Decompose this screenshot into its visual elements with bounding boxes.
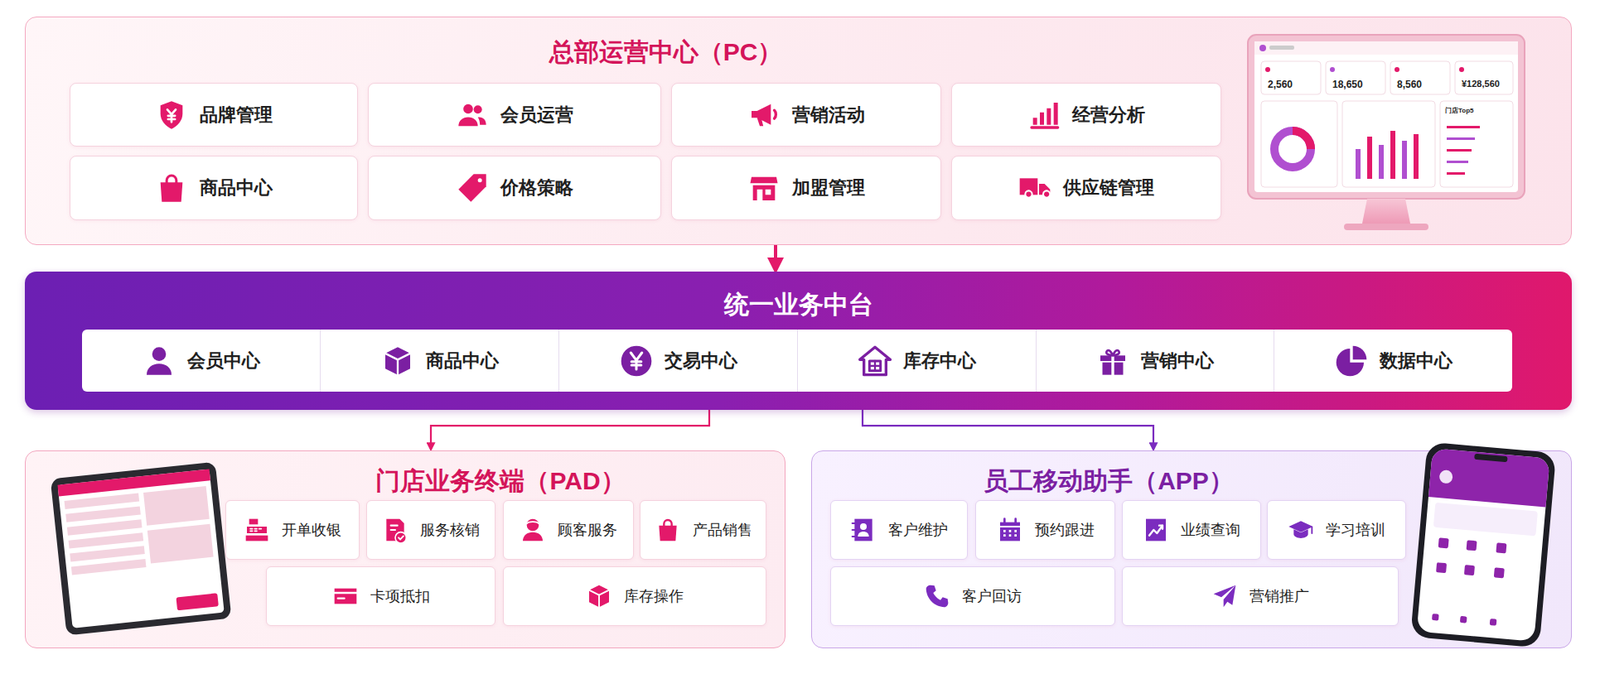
function-box: 营销中心 xyxy=(1036,329,1275,392)
shield-icon xyxy=(154,98,189,132)
cap-icon xyxy=(1287,517,1315,544)
cube-icon xyxy=(381,344,415,378)
function-box: 数据中心 xyxy=(1274,329,1513,392)
function-box: 库存操作 xyxy=(502,566,767,627)
function-box: 营销活动 xyxy=(671,82,942,147)
function-box: 库存中心 xyxy=(797,329,1037,392)
megaphone-icon xyxy=(747,98,781,132)
function-label: 顾客服务 xyxy=(557,520,618,541)
plane-icon xyxy=(1211,583,1238,610)
phone-icon xyxy=(923,583,951,610)
calendar-icon xyxy=(996,517,1024,544)
function-label: 营销推广 xyxy=(1249,586,1310,607)
function-label: 价格策略 xyxy=(500,175,574,201)
stat-value: ¥128,560 xyxy=(1461,78,1500,89)
function-label: 库存操作 xyxy=(623,586,684,607)
pie-icon xyxy=(1334,344,1368,378)
function-box: 价格策略 xyxy=(367,155,662,221)
monitor-illustration xyxy=(1247,34,1525,231)
store-icon xyxy=(747,171,781,205)
function-box: 品牌管理 xyxy=(69,82,358,147)
function-box: 供应链管理 xyxy=(951,155,1222,221)
group-panel: 统一业务中台会员中心 商品中心 交易中心 库存中心 营销中心 数据中心 xyxy=(24,271,1572,411)
function-label: 业绩查询 xyxy=(1180,520,1241,541)
function-box: 客户维护 xyxy=(830,500,968,561)
white-strip xyxy=(82,329,1513,392)
function-label: 营销中心 xyxy=(1140,348,1214,374)
stat-value: 8,560 xyxy=(1396,78,1422,91)
flow-arrow xyxy=(862,410,1154,450)
function-label: 品牌管理 xyxy=(199,102,273,128)
panel-title: 总部运营中心（PC） xyxy=(25,35,1306,70)
function-box: 会员中心 xyxy=(82,329,321,392)
group-panel: 员工移动助手（APP） 客户维护 预约跟进 业绩查询 学习培训客户回访 营销推广 xyxy=(811,450,1572,649)
function-label: 商品中心 xyxy=(199,175,273,201)
function-box: 经营分析 xyxy=(951,82,1222,147)
bag-icon xyxy=(654,517,682,544)
function-label: 产品销售 xyxy=(692,520,753,541)
group-panel: 总部运营中心（PC） 品牌管理 会员运营 营销活动 经营分析商品中心 价格策略 加盟管理 供应… xyxy=(24,16,1572,246)
function-label: 经营分析 xyxy=(1072,102,1146,128)
function-label: 营销活动 xyxy=(792,102,866,128)
stat-value: 2,560 xyxy=(1267,78,1293,91)
contact-icon xyxy=(850,517,877,544)
function-label: 供应链管理 xyxy=(1063,175,1155,201)
function-label: 会员运营 xyxy=(500,102,574,128)
chart-title: 门店Top5 xyxy=(1445,106,1475,116)
flow-arrow xyxy=(773,245,778,271)
function-box: 商品中心 xyxy=(320,329,560,392)
function-box: 服务核销 xyxy=(366,500,496,561)
function-box: 开单收银 xyxy=(225,500,360,561)
house-icon xyxy=(858,344,892,378)
yen-icon xyxy=(619,344,653,378)
doc-icon xyxy=(381,517,409,544)
function-box: 加盟管理 xyxy=(671,155,942,221)
panel-title: 统一业务中台 xyxy=(24,288,1572,323)
function-box: 顾客服务 xyxy=(502,500,634,561)
function-label: 交易中心 xyxy=(664,348,738,374)
card-icon xyxy=(332,583,359,610)
function-label: 客户维护 xyxy=(888,520,948,541)
bars-icon xyxy=(1027,98,1061,132)
panel-title: 员工移动助手（APP） xyxy=(812,464,1406,499)
function-label: 商品中心 xyxy=(425,348,499,374)
function-box: 客户回访 xyxy=(830,566,1116,627)
gift-icon xyxy=(1096,344,1130,378)
register-icon xyxy=(243,517,271,544)
tablet-illustration xyxy=(50,462,233,637)
person-icon xyxy=(142,344,176,378)
function-box: 学习培训 xyxy=(1266,500,1407,561)
function-box: 预约跟进 xyxy=(975,500,1116,561)
function-label: 开单收银 xyxy=(281,520,342,541)
people-icon xyxy=(455,98,489,132)
function-box: 卡项抵扣 xyxy=(265,566,496,627)
function-label: 库存中心 xyxy=(903,348,977,374)
cube-icon xyxy=(585,583,613,610)
function-box: 交易中心 xyxy=(559,329,798,392)
function-box: 产品销售 xyxy=(639,500,767,561)
truck-icon xyxy=(1018,171,1052,205)
bag-icon xyxy=(154,171,189,205)
panel-title: 门店业务终端（PAD） xyxy=(216,464,785,499)
flow-arrow xyxy=(430,410,710,450)
function-label: 服务核销 xyxy=(420,520,480,541)
function-label: 加盟管理 xyxy=(792,175,866,201)
function-label: 会员中心 xyxy=(187,348,261,374)
function-box: 会员运营 xyxy=(367,82,662,147)
chart-icon xyxy=(1142,517,1170,544)
group-panel: 门店业务终端（PAD） 开单收银 服务核销 顾客服务 产品销售卡项抵扣 库存操作 xyxy=(24,450,786,649)
function-label: 数据中心 xyxy=(1379,348,1453,374)
function-box: 业绩查询 xyxy=(1121,500,1262,561)
phone-illustration xyxy=(1410,442,1557,649)
function-label: 卡项抵扣 xyxy=(370,586,431,607)
user-icon xyxy=(519,517,547,544)
function-box: 商品中心 xyxy=(69,155,358,221)
function-box: 营销推广 xyxy=(1121,566,1399,627)
tag-icon xyxy=(455,171,489,205)
stat-value: 18,650 xyxy=(1332,78,1364,91)
function-label: 预约跟进 xyxy=(1034,520,1095,541)
function-label: 客户回访 xyxy=(961,586,1022,607)
function-label: 学习培训 xyxy=(1325,520,1386,541)
